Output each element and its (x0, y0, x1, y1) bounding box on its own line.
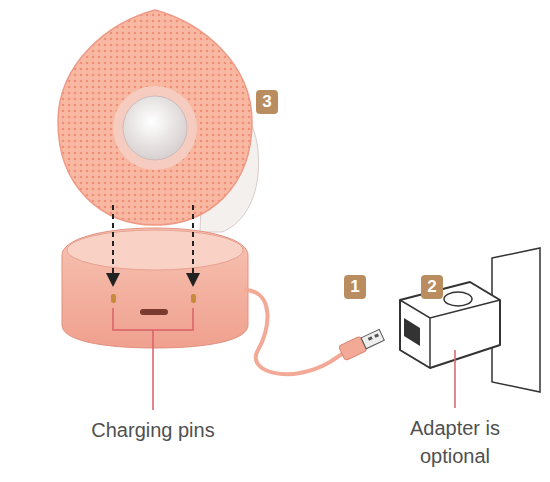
cleansing-head (58, 10, 252, 225)
callout-number: 1 (344, 275, 366, 299)
usb-cable (246, 290, 345, 374)
cradle-slot (140, 309, 168, 315)
adapter-leader (454, 350, 456, 408)
charging-pin (111, 294, 116, 303)
part-label: Charging pins (73, 416, 233, 444)
charging-pin (191, 294, 196, 303)
callout-number: 3 (256, 90, 278, 114)
cradle-top (67, 230, 243, 270)
button-ring (113, 86, 197, 170)
part-label: Adapter is optional (399, 414, 511, 470)
insert-arrow (112, 205, 114, 280)
pins-bracket (113, 308, 193, 410)
usb-plug (338, 328, 385, 361)
silicone-texture (58, 10, 252, 225)
callout-number: 2 (421, 275, 443, 299)
center-button (123, 96, 187, 160)
usb-adapter (400, 282, 500, 368)
insert-arrow (192, 205, 194, 280)
